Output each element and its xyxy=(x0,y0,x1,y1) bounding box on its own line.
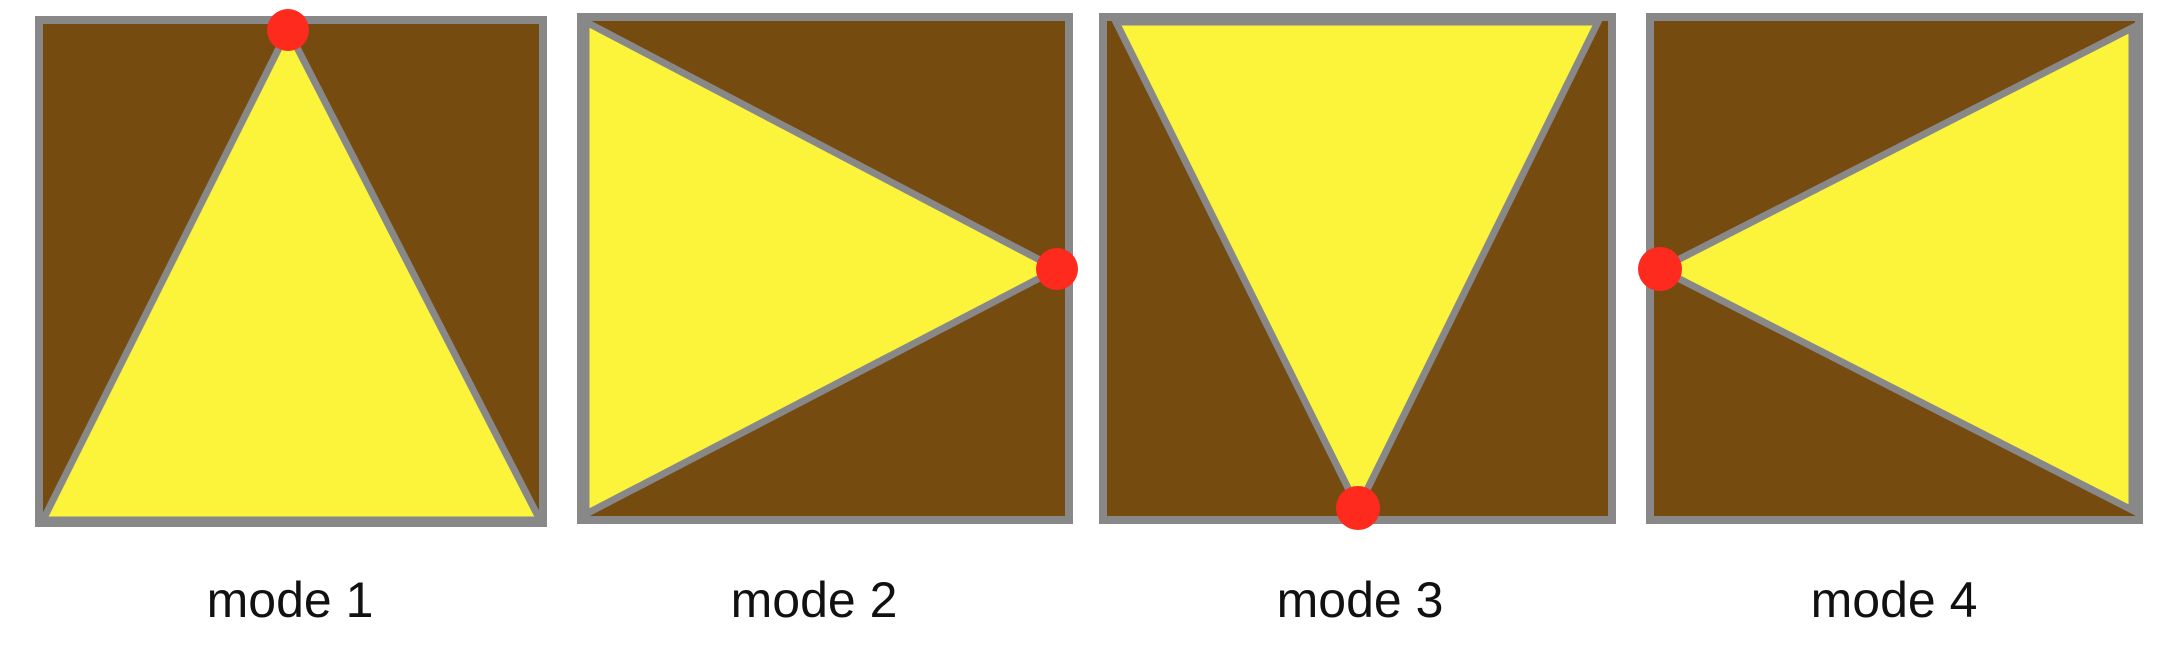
mode-4-label: mode 4 xyxy=(1810,572,1978,628)
mode-4-marker xyxy=(1638,247,1682,291)
mode-3-label: mode 3 xyxy=(1276,572,1444,628)
mode-3-marker xyxy=(1336,486,1380,530)
mode-1-graphic xyxy=(35,9,547,527)
mode-3-graphic xyxy=(1099,13,1616,530)
mode-panel-3: mode 3 xyxy=(1098,0,1618,648)
mode-1-marker xyxy=(267,9,309,51)
mode-4-graphic xyxy=(1638,13,2143,524)
mode-panel-4: mode 4 xyxy=(1638,0,2168,648)
mode-panel-1: mode 1 xyxy=(30,0,550,648)
mode-1-label: mode 1 xyxy=(206,572,374,628)
mode-panel-2: mode 2 xyxy=(577,0,1098,648)
mode-4-triangle xyxy=(1652,22,2136,516)
mode-2-marker xyxy=(1036,248,1078,290)
mode-3-triangle xyxy=(1110,18,1604,516)
mode-2-triangle xyxy=(582,16,1065,520)
mode-1-triangle xyxy=(37,22,546,524)
mode-2-label: mode 2 xyxy=(730,572,898,628)
mode-2-graphic xyxy=(577,13,1078,524)
